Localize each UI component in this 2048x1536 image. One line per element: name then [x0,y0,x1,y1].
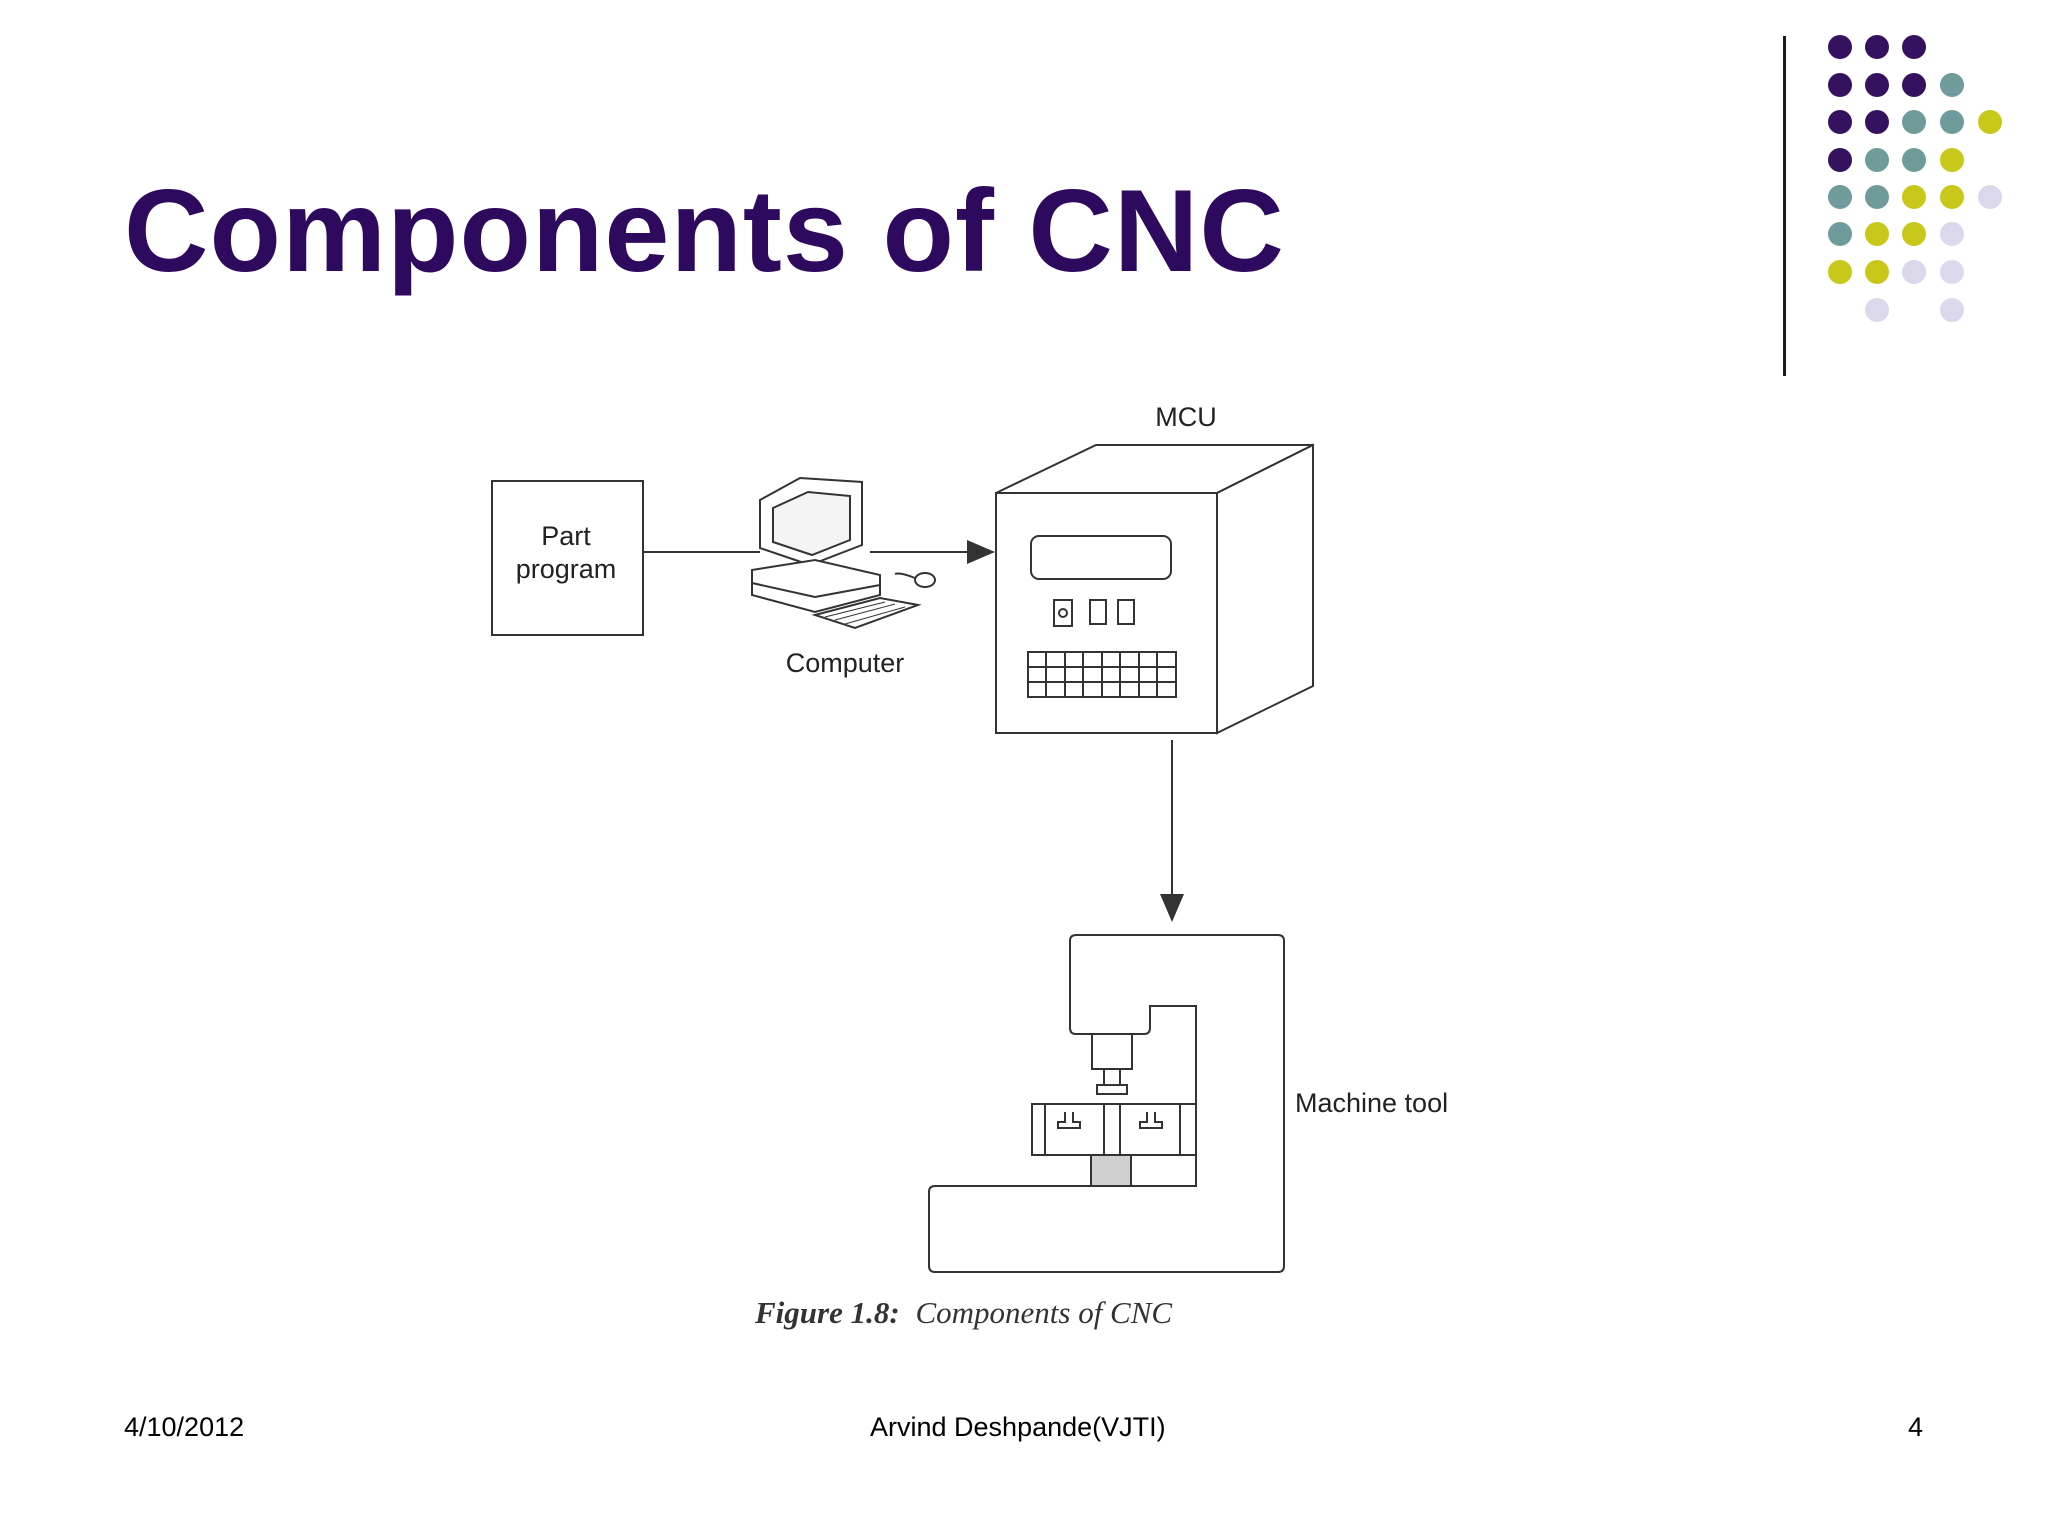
mcu-display-panel [1030,535,1172,580]
mcu-indicator-3 [1117,599,1135,625]
mcu-label: MCU [1155,402,1217,432]
footer-author: Arvind Deshpande(VJTI) [870,1412,1166,1442]
part-program-label-line1: Part [541,521,591,551]
vertical-divider-line [1783,36,1786,376]
slide-title: Components of CNC [124,165,1285,296]
figure-caption-text: Components of CNC [915,1295,1172,1330]
part-program-box: Part program [491,480,644,636]
machine-tool-label: Machine tool [1295,1088,1448,1118]
work-table [1031,1103,1197,1156]
footer-date: 4/10/2012 [124,1412,245,1442]
figure-caption-number: Figure 1.8: [754,1295,900,1330]
computer-icon [751,476,936,630]
mcu-keypad [1027,651,1177,698]
spindle-shaft [1103,1068,1121,1086]
mcu-cabinet [995,443,1314,735]
machine-tool [928,934,1285,1273]
spindle-head [1091,1033,1133,1070]
table-support [1090,1154,1132,1187]
footer-page-number: 4 [1908,1412,1924,1442]
mcu-indicator-2 [1089,599,1107,625]
computer-label: Computer [786,648,905,678]
figure-caption: Figure 1.8: Components of CNC [754,1295,1172,1330]
cutting-tool [1096,1084,1128,1095]
part-program-label-line2: program [516,554,617,584]
